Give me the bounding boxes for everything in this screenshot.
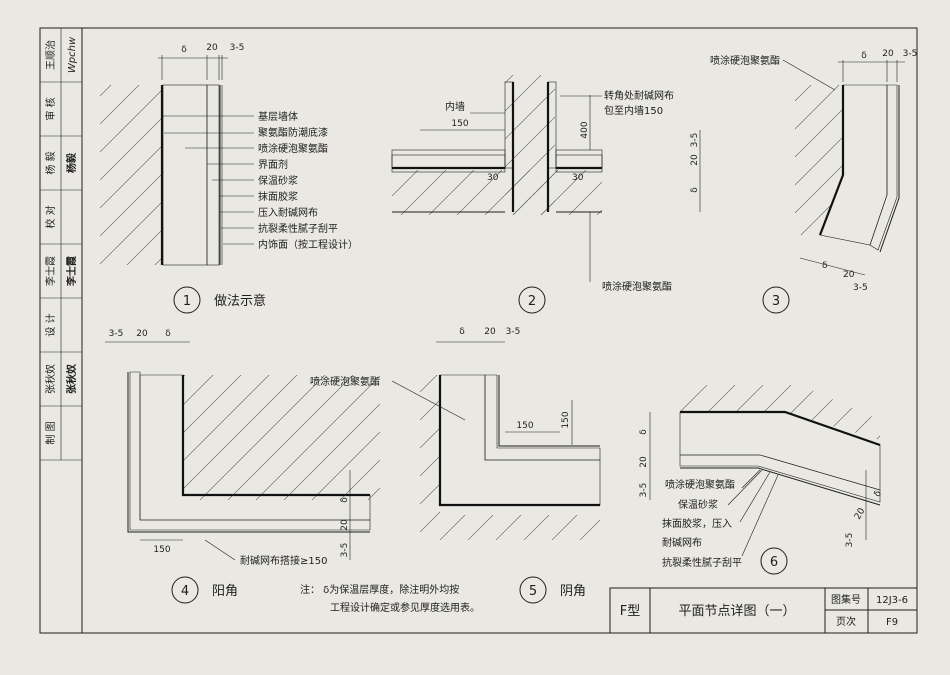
label-mesh-wrap: 包至内墙150 — [604, 104, 663, 117]
dim-thickness: δ — [822, 261, 828, 271]
dim-finish: 3-5 — [340, 543, 350, 558]
dim-thickness: δ — [165, 329, 171, 339]
dim-thickness: δ — [690, 187, 700, 193]
dim-finish: 3-5 — [903, 49, 918, 59]
dim-finish: 3-5 — [853, 283, 868, 293]
layer-label: 抹面胶浆 — [258, 190, 298, 203]
dim-overlap: 150 — [561, 411, 571, 428]
detail-1: δ 20 3-5 基层墙体 聚氨酯防潮底漆 喷涂硬泡聚氨酯 界面剂 保温砂浆 抹… — [100, 43, 358, 314]
dim-mortar: 20 — [484, 327, 496, 337]
sidebar-signature: 李士霞 — [65, 255, 78, 287]
title-main: 平面节点详图（一） — [678, 604, 795, 619]
layer-label: 内饰面（按工程设计） — [258, 238, 358, 251]
detail-number: 2 — [528, 294, 536, 309]
dim-mortar: 20 — [843, 270, 855, 280]
layer-label: 抹面胶浆，压入 — [662, 517, 732, 530]
layer-label: 基层墙体 — [258, 110, 298, 123]
dim-height: 400 — [580, 121, 590, 138]
layer-label: 抗裂柔性腻子刮平 — [258, 222, 338, 235]
layer-label: 喷涂硬泡聚氨酯 — [665, 478, 735, 491]
dim-mortar: 20 — [136, 329, 148, 339]
dim-thickness: δ — [181, 45, 187, 55]
layer-label: 耐碱网布 — [662, 536, 702, 549]
sidebar-role: 张秋奴 — [44, 364, 57, 394]
title-block: F型 平面节点详图（一） 图集号 12J3-6 页次 F9 — [609, 587, 918, 634]
sidebar-signature: 张秋奴 — [65, 364, 78, 394]
dim-finish: 3-5 — [506, 327, 521, 337]
layer-label: 界面剂 — [258, 158, 288, 171]
detail-name: 阴角 — [560, 584, 586, 599]
dim-overlap: 30 — [487, 173, 499, 183]
sidebar-role: 杨 毅 — [44, 151, 57, 174]
page-label: 页次 — [836, 615, 856, 628]
sidebar-role: 校 对 — [44, 205, 57, 228]
sidebar-role: 制 图 — [44, 421, 57, 444]
note-line: 注： δ为保温层厚度，除注明外均按 — [300, 583, 459, 596]
page-value: F9 — [886, 617, 898, 628]
dim-overlap: 150 — [153, 545, 170, 555]
detail-number: 5 — [529, 584, 537, 599]
layer-label: 抗裂柔性腻子刮平 — [662, 556, 742, 569]
label-spray-pu: 喷涂硬泡聚氨酯 — [602, 280, 672, 293]
outer-frame — [39, 27, 918, 634]
layer-label: 压入耐碱网布 — [258, 206, 318, 219]
layer-label: 保温砂浆 — [258, 174, 298, 187]
dim-finish: 3-5 — [639, 483, 649, 498]
dim-thickness: δ — [639, 429, 649, 435]
dim-thickness: δ — [340, 497, 350, 503]
signature-sidebar: 王顺治 Wpchw 审 核 杨 毅 杨毅 校 对 李士霞 李士霞 设 计 张秋奴… — [40, 28, 82, 461]
atlas-label: 图集号 — [831, 593, 861, 606]
dim-thickness: δ — [459, 327, 465, 337]
detail-5: δ 20 3-5 150 150 喷涂硬泡聚氨酯 5 阴角 — [310, 327, 601, 604]
dim-overlap: 30 — [572, 173, 584, 183]
inner-frame — [81, 27, 918, 634]
label-inner-wall: 内墙 — [445, 100, 465, 113]
detail-name: 做法示意 — [214, 293, 266, 309]
detail-2: 150 内墙 400 转角处耐碱网布 包至内墙150 3-5 20 δ 30 3… — [391, 75, 701, 314]
sidebar-role: 王顺治 — [44, 40, 57, 70]
dim-finish: 3-5 — [109, 329, 124, 339]
dim-finish: 3-5 — [690, 133, 700, 148]
detail-4: 3-5 20 δ 150 δ 20 3-5 耐碱网布搭接≥150 4 阳角 — [105, 329, 380, 604]
dim-thickness: δ — [861, 51, 867, 61]
detail-number: 1 — [183, 294, 191, 309]
label-spray-pu: 喷涂硬泡聚氨酯 — [310, 375, 380, 388]
detail-name: 阳角 — [212, 584, 238, 599]
dim-finish: 3-5 — [845, 533, 855, 548]
dim-mortar: 20 — [340, 519, 350, 531]
detail-6: δ 20 3-5 δ 20 3-5 喷涂硬泡聚氨酯 保温砂浆 抹面胶浆，压入 耐… — [639, 385, 885, 575]
dim-wrap: 150 — [451, 119, 468, 129]
detail-number: 6 — [770, 555, 778, 570]
dim-mortar: 20 — [690, 154, 700, 166]
layer-label: 保温砂浆 — [678, 498, 718, 511]
sidebar-role: 李士霞 — [44, 256, 57, 286]
note-line: 工程设计确定或参见厚度选用表。 — [330, 601, 480, 614]
dim-mortar: 20 — [639, 456, 649, 468]
sidebar-signature: 杨毅 — [65, 152, 78, 173]
dim-finish: 3-5 — [230, 43, 245, 53]
detail-number: 3 — [772, 294, 780, 309]
dim-mortar: 20 — [882, 49, 894, 59]
dim-mortar: 20 — [206, 43, 218, 53]
detail-3: δ 20 3-5 喷涂硬泡聚氨酯 δ 20 3-5 3 — [710, 49, 918, 314]
dim-thickness: δ — [873, 489, 885, 499]
label-mesh-overlap: 耐碱网布搭接≥150 — [240, 554, 327, 567]
label-mesh-corner: 转角处耐碱网布 — [604, 89, 674, 102]
layer-label: 喷涂硬泡聚氨酯 — [258, 142, 328, 155]
label-spray-pu: 喷涂硬泡聚氨酯 — [710, 54, 780, 67]
title-type: F型 — [620, 604, 640, 619]
layer-label: 聚氨酯防潮底漆 — [258, 126, 328, 139]
sidebar-role: 审 核 — [44, 97, 57, 120]
detail-number: 4 — [181, 584, 189, 599]
atlas-value: 12J3-6 — [876, 595, 908, 606]
note: 注： δ为保温层厚度，除注明外均按 工程设计确定或参见厚度选用表。 — [300, 583, 480, 614]
dim-overlap: 150 — [516, 421, 533, 431]
sidebar-signature: Wpchw — [67, 36, 78, 73]
dim-mortar: 20 — [853, 506, 868, 521]
sidebar-role: 设 计 — [44, 313, 57, 336]
